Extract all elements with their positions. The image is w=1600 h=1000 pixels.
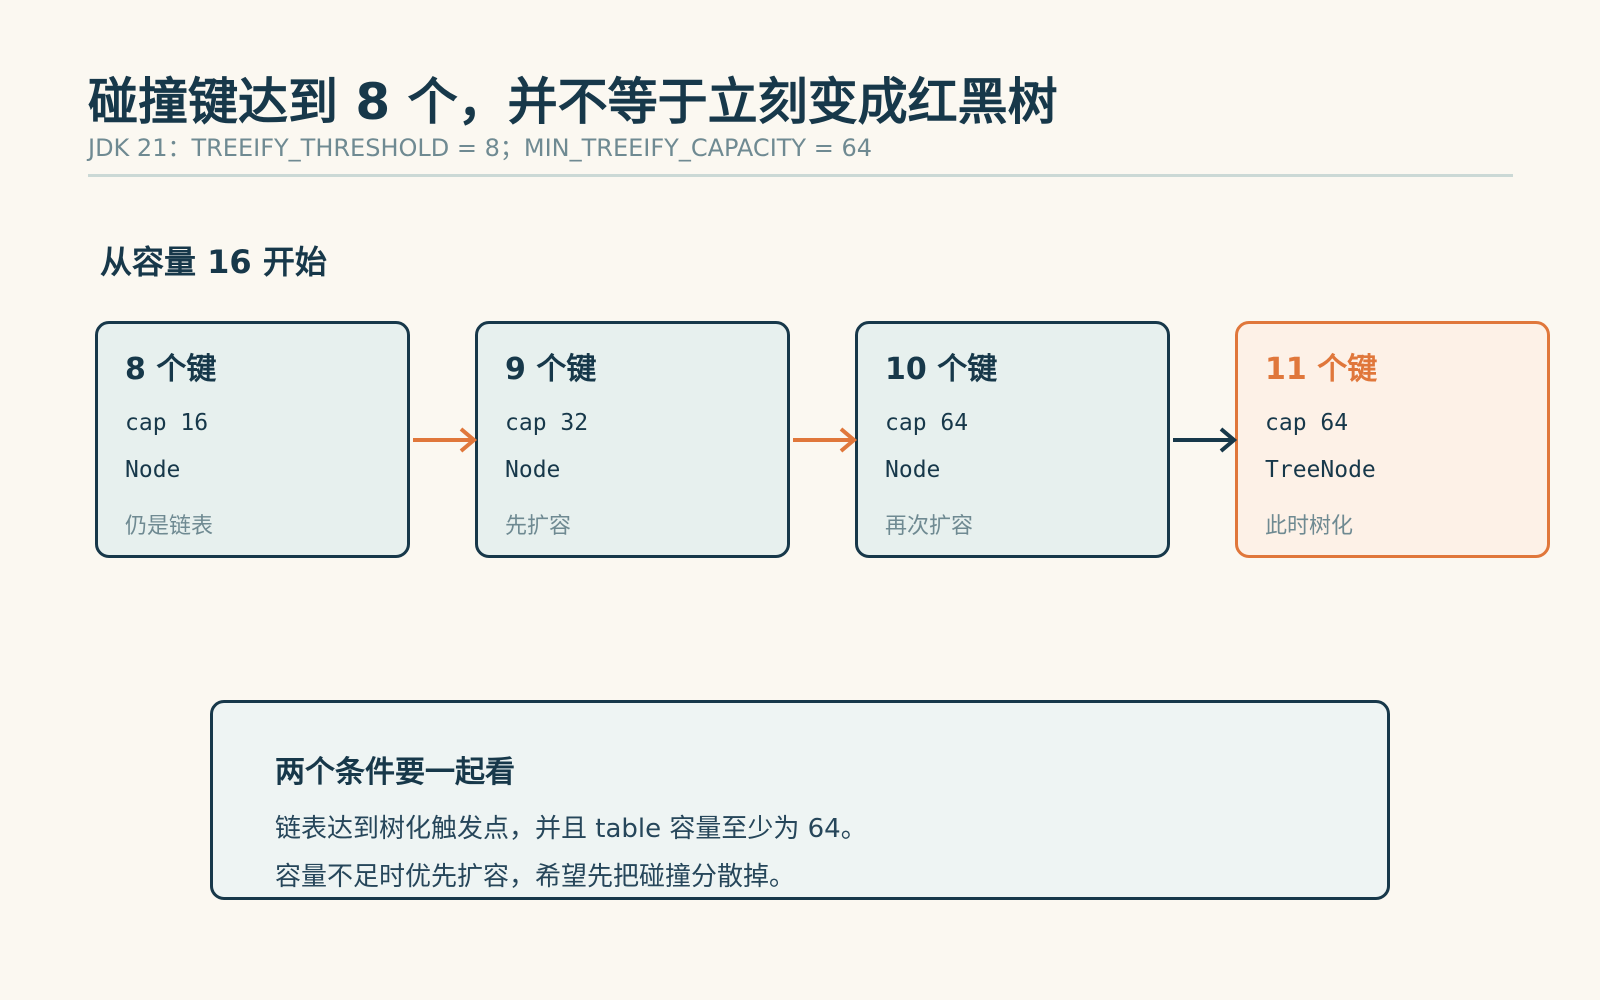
step-title: 8 个键 xyxy=(125,352,217,387)
step-note: 再次扩容 xyxy=(885,514,974,539)
step-node-type: TreeNode xyxy=(1265,457,1376,483)
step-note: 仍是链表 xyxy=(125,514,214,539)
step-capacity: cap 16 xyxy=(125,410,209,436)
page-title: 碰撞键达到 8 个，并不等于立刻变成红黑树 xyxy=(88,73,1058,131)
step-note: 此时树化 xyxy=(1265,514,1354,539)
conditions-callout: 两个条件要一起看 链表达到树化触发点，并且 table 容量至少为 64。 容量… xyxy=(210,700,1390,900)
step-capacity: cap 32 xyxy=(505,410,589,436)
step-card-8-keys: 8 个键 cap 16 Node 仍是链表 xyxy=(95,321,410,558)
step-node-type: Node xyxy=(885,457,941,483)
section-title: 从容量 16 开始 xyxy=(100,243,327,281)
step-note: 先扩容 xyxy=(505,514,572,539)
step-node-type: Node xyxy=(505,457,561,483)
callout-line: 容量不足时优先扩容，希望先把碰撞分散掉。 xyxy=(275,862,796,892)
arrow-step2-to-step3 xyxy=(793,427,858,453)
step-capacity: cap 64 xyxy=(1265,410,1349,436)
step-title: 9 个键 xyxy=(505,352,597,387)
step-title: 10 个键 xyxy=(885,352,998,387)
callout-line: 链表达到树化触发点，并且 table 容量至少为 64。 xyxy=(275,814,867,844)
header-divider xyxy=(88,174,1513,177)
arrow-step3-to-step4 xyxy=(1173,427,1238,453)
step-title: 11 个键 xyxy=(1265,352,1378,387)
step-card-11-keys: 11 个键 cap 64 TreeNode 此时树化 xyxy=(1235,321,1550,558)
step-card-9-keys: 9 个键 cap 32 Node 先扩容 xyxy=(475,321,790,558)
step-node-type: Node xyxy=(125,457,181,483)
arrow-step1-to-step2 xyxy=(413,427,478,453)
step-capacity: cap 64 xyxy=(885,410,969,436)
callout-title: 两个条件要一起看 xyxy=(275,755,515,790)
page-subtitle: JDK 21：TREEIFY_THRESHOLD = 8；MIN_TREEIFY… xyxy=(88,134,872,162)
step-card-10-keys: 10 个键 cap 64 Node 再次扩容 xyxy=(855,321,1170,558)
